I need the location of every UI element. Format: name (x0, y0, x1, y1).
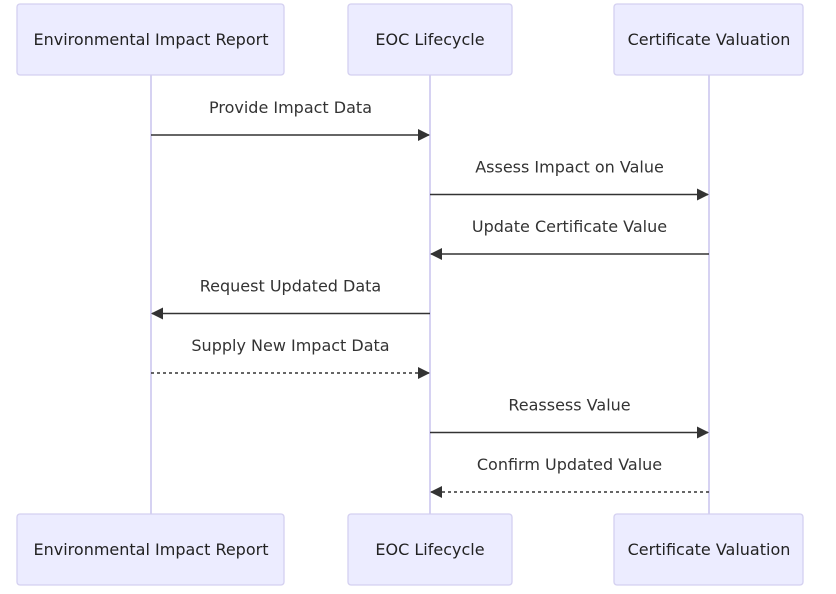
actor-label: Environmental Impact Report (34, 30, 269, 49)
actor-cv-bottom: Certificate Valuation (613, 513, 804, 586)
message-2: Assess Impact on Value (430, 158, 709, 201)
actor-eir-bottom: Environmental Impact Report (16, 513, 285, 586)
message-label: Request Updated Data (200, 277, 381, 296)
actor-label: Certificate Valuation (628, 30, 791, 49)
message-5: Supply New Impact Data (151, 336, 430, 379)
message-label: Update Certificate Value (472, 217, 667, 236)
actor-box (613, 3, 804, 76)
message-label: Confirm Updated Value (477, 455, 662, 474)
message-6: Reassess Value (430, 396, 709, 439)
actor-label: EOC Lifecycle (375, 30, 484, 49)
actor-eir-top: Environmental Impact Report (16, 3, 285, 76)
message-1: Provide Impact Data (151, 98, 430, 141)
message-label: Supply New Impact Data (191, 336, 389, 355)
actor-box (16, 513, 285, 586)
message-7: Confirm Updated Value (430, 455, 709, 498)
actor-box (613, 513, 804, 586)
message-label: Reassess Value (508, 396, 630, 415)
actors-bottom: Environmental Impact Report EOC Lifecycle… (16, 513, 804, 586)
message-4: Request Updated Data (151, 277, 430, 320)
actor-box (16, 3, 285, 76)
actor-box (347, 3, 513, 76)
message-label: Provide Impact Data (209, 98, 372, 117)
message-3: Update Certificate Value (430, 217, 709, 260)
actor-eoc-bottom: EOC Lifecycle (347, 513, 513, 586)
actor-cv-top: Certificate Valuation (613, 3, 804, 76)
lifelines (150, 75, 710, 514)
actor-box (347, 513, 513, 586)
actors-top: Environmental Impact Report EOC Lifecycle… (16, 3, 804, 76)
message-label: Assess Impact on Value (475, 158, 664, 177)
actor-label: Certificate Valuation (628, 540, 791, 559)
actor-eoc-top: EOC Lifecycle (347, 3, 513, 76)
actor-label: Environmental Impact Report (34, 540, 269, 559)
actor-label: EOC Lifecycle (375, 540, 484, 559)
